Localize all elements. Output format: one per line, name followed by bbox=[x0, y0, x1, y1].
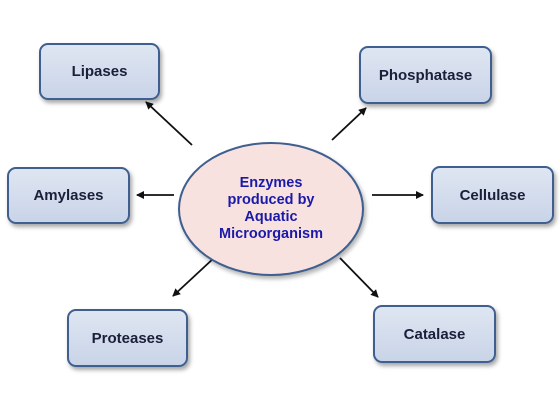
node-proteases: Proteases bbox=[67, 309, 188, 367]
node-catalase-label: Catalase bbox=[403, 325, 466, 343]
node-proteases-label: Proteases bbox=[91, 329, 164, 347]
node-catalase: Catalase bbox=[373, 305, 496, 363]
node-lipases-label: Lipases bbox=[71, 63, 128, 80]
center-ellipse: Enzymes produced by Aquatic Microorganis… bbox=[178, 142, 364, 276]
node-lipases: Lipases bbox=[39, 43, 160, 100]
arrow-to-proteases bbox=[172, 256, 216, 297]
node-amylases: Amylases bbox=[7, 167, 130, 224]
center-label-line-4: Microorganism bbox=[219, 226, 323, 242]
center-label-line-1: Enzymes bbox=[239, 175, 303, 191]
node-phosphatase: Phosphatase bbox=[359, 46, 492, 104]
arrow-to-catalase bbox=[339, 257, 379, 298]
center-label-line-3: Aquatic bbox=[244, 209, 298, 225]
node-cellulase: Cellulase bbox=[431, 166, 554, 224]
arrow-to-phosphatase bbox=[331, 107, 367, 141]
arrow-to-lipases bbox=[145, 101, 193, 146]
center-label-line-2: produced by bbox=[227, 192, 315, 208]
node-amylases-label: Amylases bbox=[33, 187, 104, 204]
center-label: Enzymes produced by Aquatic Microorganis… bbox=[196, 175, 346, 243]
node-phosphatase-label: Phosphatase bbox=[378, 66, 473, 84]
node-cellulase-label: Cellulase bbox=[459, 186, 526, 204]
